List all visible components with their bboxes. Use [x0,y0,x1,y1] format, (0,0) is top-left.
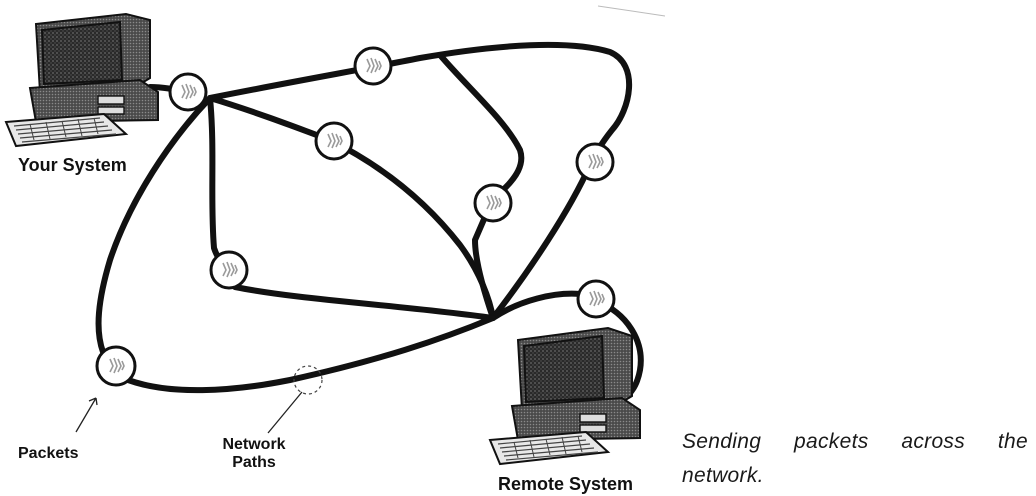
scan-artifact [597,5,666,17]
network-paths [95,41,644,406]
network-paths-label-line2: Paths [232,454,276,471]
packet-node [95,345,137,387]
network-paths-pointer [267,391,303,434]
packet-node [314,121,354,161]
network-path [95,95,213,355]
figure-caption: Sending packets across the network. [682,430,1028,487]
packet-node [353,46,393,86]
network-path-marker [293,365,323,395]
computer-icon [4,12,159,148]
network-path [472,207,496,321]
computer-icon [488,326,641,466]
network-path [490,290,583,321]
network-paths-label-line1: Network [222,436,285,453]
network-path [207,41,633,168]
network-path [232,284,496,321]
packet-node [575,142,615,182]
packets-group [95,46,616,387]
remote-system-label: Remote System [498,474,633,494]
packet-node [473,183,513,223]
packet-node [576,279,616,319]
packets-label: Packets [18,445,79,462]
packet-node [209,250,249,290]
network-path [437,52,525,191]
packet-node [168,72,208,112]
network-path [125,315,496,394]
packets-pointer [75,397,98,433]
your-system-label: Your System [18,155,127,175]
network-path [207,95,496,321]
network-path [490,162,593,321]
network-path [207,95,231,269]
